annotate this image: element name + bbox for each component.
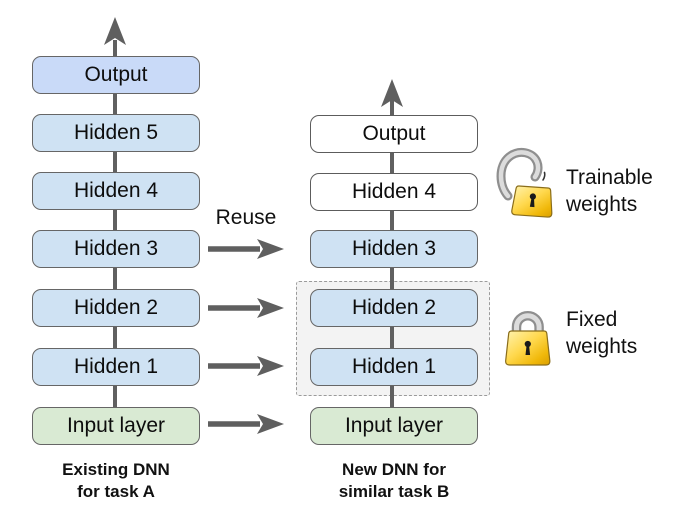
layer-box-b-hidden3: Hidden 3 bbox=[310, 230, 478, 268]
legend-line: Fixed bbox=[566, 308, 618, 331]
layer-label: Hidden 5 bbox=[73, 121, 159, 144]
layer-label: Hidden 3 bbox=[73, 237, 159, 260]
caption-line: Existing DNN bbox=[62, 460, 170, 479]
layer-box-a-hidden4: Hidden 4 bbox=[32, 172, 200, 210]
layer-label: Hidden 1 bbox=[73, 355, 159, 378]
reuse-arrow-hidden3 bbox=[208, 239, 284, 259]
closed-padlock-icon bbox=[505, 311, 551, 366]
layer-box-a-hidden3: Hidden 3 bbox=[32, 230, 200, 268]
layer-box-a-output: Output bbox=[32, 56, 200, 94]
layer-box-a-hidden2: Hidden 2 bbox=[32, 289, 200, 327]
caption-line: New DNN for bbox=[342, 460, 446, 479]
layer-label: Hidden 2 bbox=[351, 296, 437, 319]
layer-box-b-output: Output bbox=[310, 115, 478, 153]
layer-box-b-hidden2: Hidden 2 bbox=[310, 289, 478, 327]
network-a-top-arrow bbox=[104, 17, 126, 45]
layer-box-b-hidden1: Hidden 1 bbox=[310, 348, 478, 386]
reuse-label: Reuse bbox=[215, 206, 277, 229]
layer-box-a-hidden5: Hidden 5 bbox=[32, 114, 200, 152]
caption-line: similar task B bbox=[338, 482, 450, 501]
layer-box-a-input: Input layer bbox=[32, 407, 200, 445]
fixed-weights-label: Fixed weights bbox=[566, 306, 637, 360]
legend-line: Trainable bbox=[566, 166, 653, 189]
layer-label: Hidden 3 bbox=[351, 237, 437, 260]
caption-network-b: New DNN for similar task B bbox=[299, 459, 489, 503]
reuse-arrow-input bbox=[208, 414, 284, 434]
network-b-top-arrow bbox=[381, 79, 403, 107]
open-padlock-icon bbox=[496, 147, 553, 218]
layer-label: Input layer bbox=[344, 414, 444, 437]
legend-line: weights bbox=[566, 193, 638, 216]
layer-box-b-hidden4: Hidden 4 bbox=[310, 173, 478, 211]
layer-label: Output bbox=[84, 63, 148, 86]
caption-network-a: Existing DNN for task A bbox=[21, 459, 211, 503]
layer-label: Input layer bbox=[66, 414, 166, 437]
layer-label: Hidden 1 bbox=[351, 355, 437, 378]
legend-line: weights bbox=[566, 335, 638, 358]
layer-label: Hidden 4 bbox=[351, 180, 437, 203]
trainable-weights-label: Trainable weights bbox=[566, 164, 653, 218]
layer-box-b-input: Input layer bbox=[310, 407, 478, 445]
layer-label: Hidden 4 bbox=[73, 179, 159, 202]
layer-box-a-hidden1: Hidden 1 bbox=[32, 348, 200, 386]
reuse-arrow-hidden2 bbox=[208, 298, 284, 318]
caption-line: for task A bbox=[77, 482, 155, 501]
layer-label: Hidden 2 bbox=[73, 296, 159, 319]
reuse-arrow-hidden1 bbox=[208, 356, 284, 376]
layer-label: Output bbox=[362, 122, 426, 145]
